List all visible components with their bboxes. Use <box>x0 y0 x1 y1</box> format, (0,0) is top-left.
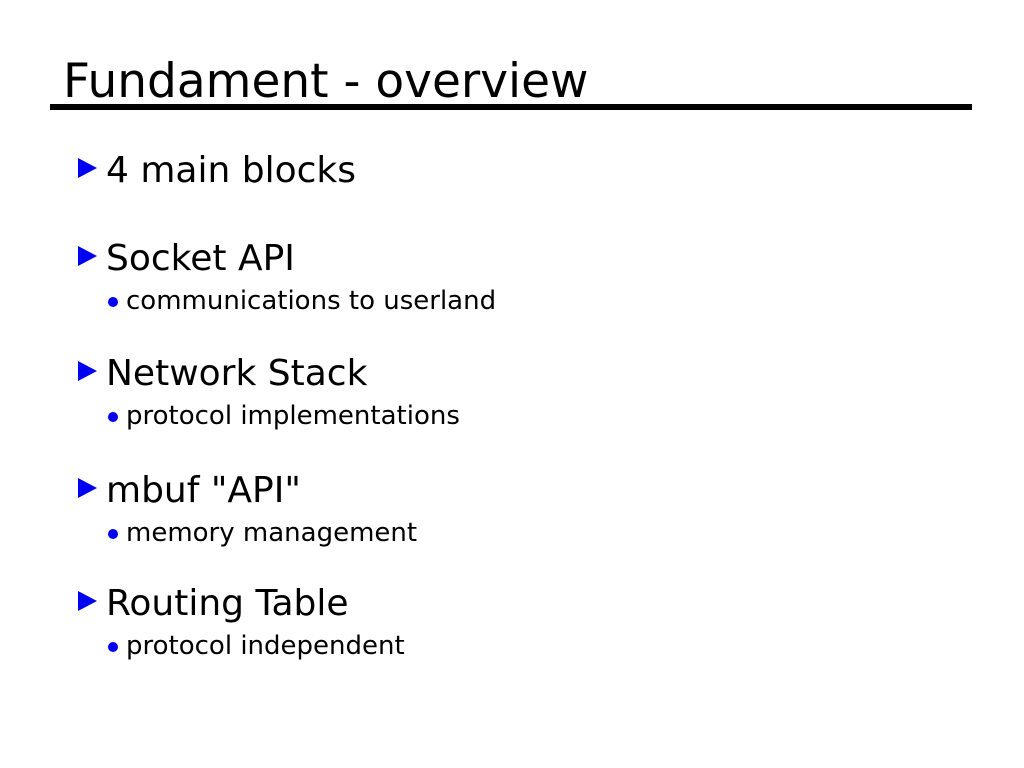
bullet-heading: mbuf "API" <box>106 470 301 511</box>
slide-title: Fundament - overview <box>63 54 589 109</box>
bullet-item: Socket API <box>78 241 295 277</box>
triangle-bullet-icon <box>78 158 97 178</box>
title-underline <box>50 104 972 110</box>
sub-bullet-text: protocol independent <box>126 631 405 661</box>
sub-bullet-item: protocol independent <box>108 633 405 659</box>
dot-bullet-icon <box>108 642 118 652</box>
bullet-heading: Socket API <box>106 238 295 279</box>
sub-bullet-item: protocol implementations <box>108 403 460 429</box>
bullet-heading: 4 main blocks <box>106 150 357 191</box>
dot-bullet-icon <box>108 529 118 539</box>
triangle-bullet-icon <box>78 361 97 381</box>
bullet-item: mbuf "API" <box>78 473 301 509</box>
dot-bullet-icon <box>108 412 118 422</box>
triangle-bullet-icon <box>78 246 97 266</box>
bullet-item: Network Stack <box>78 356 367 392</box>
triangle-bullet-icon <box>78 478 97 498</box>
sub-bullet-text: protocol implementations <box>126 401 460 431</box>
sub-bullet-text: memory management <box>126 518 418 548</box>
sub-bullet-text: communications to userland <box>126 286 497 316</box>
dot-bullet-icon <box>108 297 118 307</box>
bullet-heading: Network Stack <box>106 353 368 394</box>
bullet-heading: Routing Table <box>106 583 349 624</box>
bullet-item: Routing Table <box>78 586 349 622</box>
bullet-item: 4 main blocks <box>78 153 356 189</box>
sub-bullet-item: communications to userland <box>108 288 496 314</box>
sub-bullet-item: memory management <box>108 520 417 546</box>
triangle-bullet-icon <box>78 591 97 611</box>
